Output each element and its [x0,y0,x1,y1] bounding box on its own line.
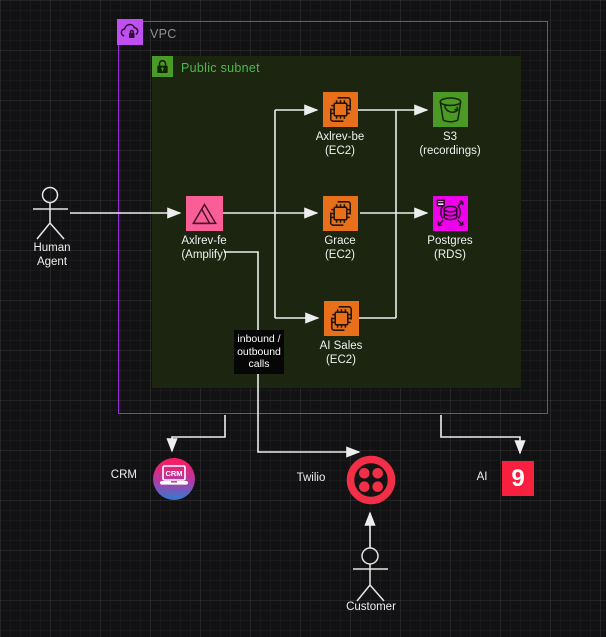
human-agent-label: Human Agent [33,242,71,268]
edge-vpc-to-ai [440,415,526,455]
node-label: Postgres [427,235,473,247]
twilio-icon[interactable] [345,454,397,506]
node-sublabel: (recordings) [419,144,481,157]
node-label: Grace [324,235,356,247]
node-sublabel: (EC2) [324,248,355,261]
node-axlrev-fe-amplify[interactable]: Axlrev-fe (Amplify) [154,196,254,262]
node-axlrev-be-ec2[interactable]: Axlrev-be (EC2) [290,92,390,158]
ai-label: AI [476,471,488,483]
crm-icon[interactable]: CRM [153,458,195,500]
node-label: AI Sales [319,340,363,352]
customer-figure[interactable] [353,547,388,602]
human-agent-figure[interactable] [33,186,68,240]
vpc-cloud-icon [117,19,143,45]
node-sublabel: (Amplify) [181,248,227,261]
node-grace-ec2[interactable]: Grace (EC2) [290,196,390,262]
node-postgres-rds[interactable]: Postgres (RDS) [400,196,500,262]
twilio-label: Twilio [296,472,326,484]
ec2-icon [323,301,359,336]
customer-label: Customer [346,601,396,613]
amplify-icon [185,196,223,231]
node-s3-recordings[interactable]: S3 (recordings) [400,92,500,158]
node-label: Axlrev-fe [181,235,227,247]
edge-vpc-to-crm [166,415,226,453]
public-subnet-label: Public subnet [181,61,260,75]
ai-icon-glyph: 9 [511,464,525,492]
ai-nine-icon[interactable]: 9 [502,461,534,496]
edge-label-calls: inbound / outbound calls [234,330,284,374]
vpc-label: VPC [150,27,177,41]
node-sublabel: (EC2) [325,353,356,366]
crm-icon-text: CRM [165,469,182,478]
node-sublabel: (EC2) [324,144,355,157]
node-sublabel: (RDS) [434,248,466,261]
s3-bucket-icon [432,92,468,127]
subnet-lock-icon [152,56,173,77]
node-label: S3 [442,131,458,143]
node-label: Axlrev-be [315,131,365,143]
ec2-icon [322,92,358,127]
ec2-icon [322,196,358,231]
node-ai-sales-ec2[interactable]: AI Sales (EC2) [291,301,391,367]
crm-label: CRM [110,469,137,481]
rds-database-icon [432,196,468,231]
